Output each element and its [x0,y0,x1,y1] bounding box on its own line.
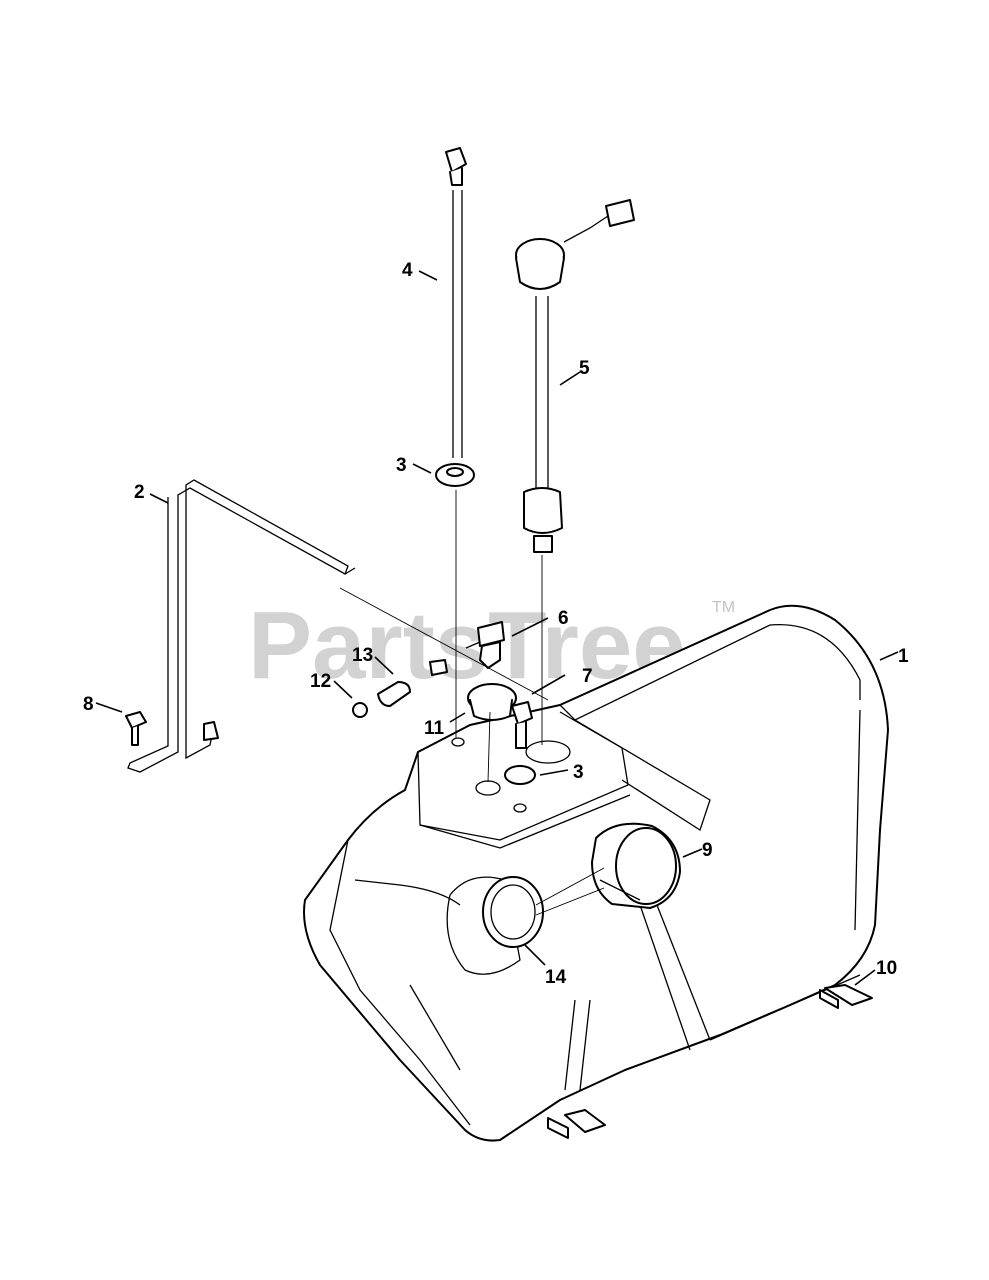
callout-3-bottom: 3 [573,762,584,783]
fuel-gauge-sender [515,199,635,553]
callout-10: 10 [876,958,897,979]
watermark-trademark: TM [712,599,735,616]
callout-9: 9 [702,840,713,861]
fuel-cap [591,822,681,909]
callout-3-top: 3 [396,455,407,476]
callout-6: 6 [558,608,569,629]
callout-5: 5 [579,358,590,379]
callout-11: 11 [424,718,445,739]
callout-12: 12 [310,671,331,692]
fuel-line [127,479,356,773]
callout-7: 7 [582,666,593,687]
grommets-and-vent [435,147,536,785]
callout-8: 8 [83,694,94,715]
fill-neck-ring [482,876,544,948]
callout-14: 14 [545,967,567,988]
fuel-fittings [125,621,505,746]
assembly-lines [339,490,605,916]
callouts: 1 2 3 3 4 5 6 7 8 9 10 11 12 13 14 [83,260,909,988]
callout-1: 1 [898,646,909,667]
callout-2: 2 [134,482,145,503]
callout-13: 13 [352,645,373,666]
leader-lines [95,270,899,986]
tank-mounting-pads [547,984,873,1139]
callout-4: 4 [402,260,413,281]
